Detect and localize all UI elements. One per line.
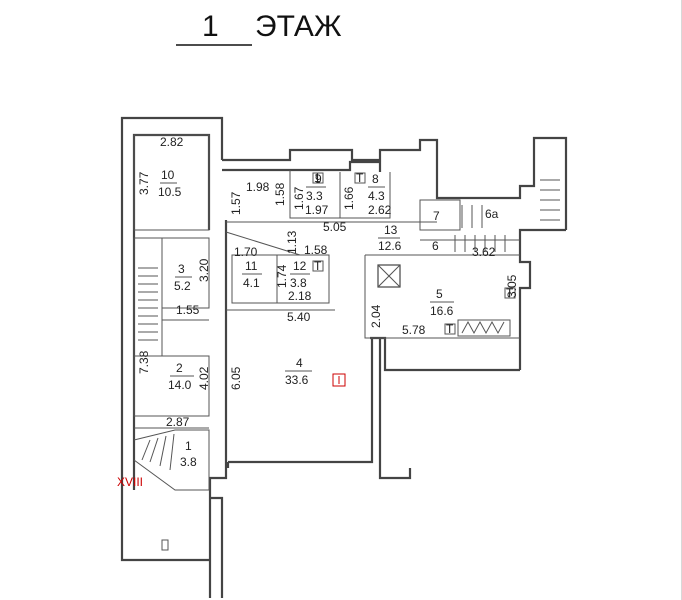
- svg-text:3.8: 3.8: [180, 455, 197, 469]
- floor-title: ЭТАЖ: [255, 10, 342, 43]
- dim-3-20: 3.20: [197, 258, 211, 282]
- dim-6-05: 6.05: [229, 366, 243, 390]
- svg-text:3.8: 3.8: [290, 276, 307, 290]
- dim-5-40: 5.40: [287, 310, 311, 324]
- svg-text:5.2: 5.2: [174, 279, 191, 293]
- room-5-label: 5 16.6: [430, 287, 454, 318]
- dim-1-70: 1.70: [234, 245, 258, 259]
- pillar-icon: [161, 539, 169, 551]
- dim-1-67: 1.67: [292, 186, 306, 210]
- room-labels: 10 10.5 3 5.2 2 14.0 1 3.8 4 33.6 5 16.6: [158, 168, 499, 469]
- room-7-label: 7: [433, 209, 440, 223]
- dim-1-97: 1.97: [305, 203, 329, 217]
- dim-1-58-v: 1.58: [273, 182, 287, 206]
- svg-text:Т: Т: [506, 286, 514, 300]
- svg-text:Т: Т: [446, 322, 454, 336]
- svg-text:1: 1: [314, 171, 321, 185]
- dim-5-78: 5.78: [402, 323, 426, 337]
- svg-text:14.0: 14.0: [168, 378, 192, 392]
- svg-text:4.1: 4.1: [243, 276, 260, 290]
- t-markers: Т Т Т 1 Т: [312, 171, 516, 336]
- room-3-label: 3 5.2: [174, 262, 192, 293]
- svg-text:1: 1: [185, 439, 192, 453]
- stair-right: [454, 179, 560, 252]
- dim-1-13: 1.13: [285, 230, 299, 254]
- svg-text:Т: Т: [356, 171, 364, 185]
- dimension-labels: 2.82 3.77 1.98 1.57 1.58 1.67 1.97 1.66 …: [137, 135, 519, 429]
- svg-text:5: 5: [436, 287, 443, 301]
- svg-text:3: 3: [178, 262, 185, 276]
- svg-text:3.3: 3.3: [306, 189, 323, 203]
- svg-text:11: 11: [245, 259, 258, 273]
- svg-text:10: 10: [161, 168, 175, 182]
- svg-text:12.6: 12.6: [378, 239, 402, 253]
- svg-text:4.3: 4.3: [368, 189, 385, 203]
- dim-5-05: 5.05: [323, 220, 347, 234]
- svg-text:8: 8: [372, 172, 379, 186]
- svg-text:33.6: 33.6: [285, 373, 309, 387]
- dim-3-62: 3.62: [472, 245, 496, 259]
- room-11-label: 11 4.1: [242, 259, 262, 290]
- room-12-label: 12 3.8: [290, 259, 310, 290]
- stair-left: [138, 267, 158, 341]
- svg-text:2: 2: [176, 361, 183, 375]
- dim-2-18: 2.18: [288, 289, 312, 303]
- dim-2-04: 2.04: [369, 304, 383, 328]
- dim-7-38: 7.38: [137, 350, 151, 374]
- dim-1-66: 1.66: [342, 186, 356, 210]
- dim-1-58-h: 1.58: [304, 243, 328, 257]
- dim-1-57: 1.57: [229, 191, 243, 215]
- room-10-label: 10 10.5: [158, 168, 182, 199]
- svg-text:16.6: 16.6: [430, 304, 454, 318]
- interior-walls: [133, 134, 520, 491]
- room-6-label: 6: [432, 239, 439, 253]
- stair-corner-1: [141, 433, 175, 471]
- svg-text:13: 13: [384, 223, 398, 237]
- floor-number: 1: [202, 10, 219, 43]
- dim-1-55: 1.55: [176, 303, 200, 317]
- svg-text:12: 12: [293, 259, 307, 273]
- svg-text:4: 4: [296, 356, 303, 370]
- dim-1-74: 1.74: [275, 264, 289, 288]
- dim-2-62: 2.62: [368, 203, 392, 217]
- room-2-label: 2 14.0: [168, 361, 194, 392]
- dim-2-82: 2.82: [160, 135, 184, 149]
- room-4-label: 4 33.6: [285, 356, 312, 387]
- dim-4-02: 4.02: [197, 366, 211, 390]
- exit-label: XVIII: [117, 475, 143, 489]
- room-8-label: 8 4.3: [368, 172, 385, 203]
- radiator-icon: [461, 320, 505, 335]
- dim-3-05: 3.05: [505, 274, 519, 298]
- dim-3-77: 3.77: [137, 171, 151, 195]
- dim-1-98: 1.98: [246, 180, 270, 194]
- room-13-label: 13 12.6: [378, 223, 402, 253]
- room-6a-label: 6а: [485, 207, 499, 221]
- room-9-label: 9 3.3: [306, 172, 326, 203]
- svg-text:10.5: 10.5: [158, 185, 182, 199]
- room-1-label: 1 3.8: [180, 439, 197, 469]
- svg-text:Т: Т: [314, 259, 322, 273]
- sensor-icon: [332, 373, 346, 387]
- svg-text:9: 9: [315, 172, 322, 186]
- dim-2-87: 2.87: [166, 415, 190, 429]
